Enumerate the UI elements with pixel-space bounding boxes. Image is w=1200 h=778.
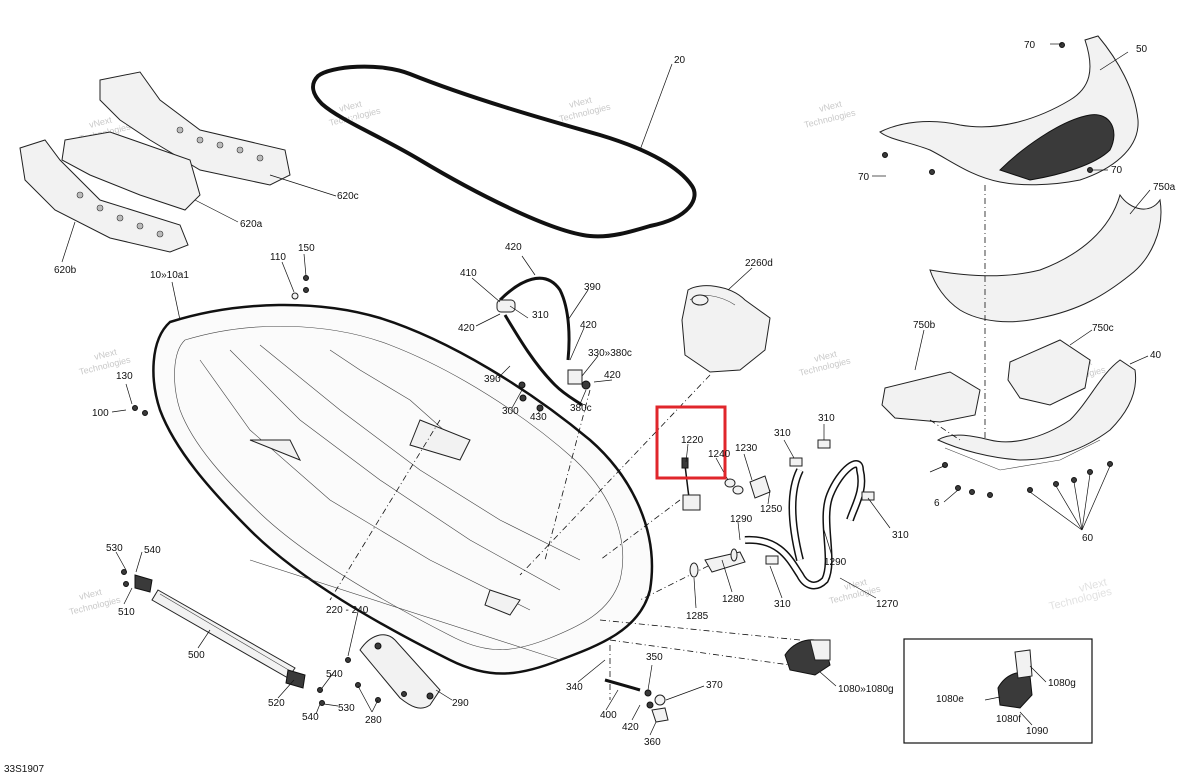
side-panel-750b	[881, 371, 981, 423]
hull-part	[152, 303, 654, 675]
callout-label: 370	[706, 680, 723, 691]
callout-label: 1240	[708, 449, 731, 460]
callout-label: 510	[118, 607, 135, 618]
callout-label: 390	[484, 374, 501, 385]
highlight-box	[655, 405, 727, 480]
callout-label: 750c	[1092, 323, 1114, 334]
strip-500-part	[134, 574, 306, 689]
callout-label: 750b	[913, 320, 936, 331]
callout-label: 420	[458, 323, 475, 334]
callout-label: 620b	[54, 265, 77, 276]
callout-label: 400	[600, 710, 617, 721]
callout-label: 620a	[240, 219, 263, 230]
bolts-bottom	[121, 569, 407, 706]
callout-label: 420	[580, 320, 597, 331]
callout-label: 1230	[735, 443, 758, 454]
callout-label: 10»10a1	[150, 270, 189, 281]
callout-label: 390	[584, 282, 601, 293]
callout-label: 1290	[730, 514, 753, 525]
callout-label: 70	[858, 172, 870, 183]
detail-inset	[903, 638, 1093, 744]
hose-1270-part	[744, 460, 866, 590]
callout-label: 350	[646, 652, 663, 663]
callout-label: 420	[622, 722, 639, 733]
callout-label: 280	[365, 715, 382, 726]
callout-label: 1250	[760, 504, 783, 515]
callout-label: 340	[566, 682, 583, 693]
callout-label: 70	[1111, 165, 1123, 176]
front-bracket-40	[936, 359, 1137, 471]
fuel-line-part	[496, 276, 591, 412]
o-rings-1240	[724, 478, 744, 495]
guard-280-part	[359, 634, 441, 709]
callout-label: 1080e	[936, 694, 964, 705]
callout-label: 410	[460, 268, 477, 279]
callout-label: 380c	[570, 403, 592, 414]
callout-label: 540	[144, 545, 161, 556]
callout-label: 70	[1024, 40, 1036, 51]
callout-label: 420	[505, 242, 522, 253]
callout-label: 100	[92, 408, 109, 419]
callout-label: 2260d	[745, 258, 773, 269]
callout-label: 1080»1080g	[838, 684, 894, 695]
callout-label: 420	[604, 370, 621, 381]
callout-label: 1090	[1026, 726, 1049, 737]
pipe-1280-part	[689, 548, 746, 578]
callout-label: 1280	[722, 594, 745, 605]
callout-label: 540	[302, 712, 319, 723]
callout-label: 1220	[681, 435, 704, 446]
footrest-parts	[19, 71, 291, 253]
callout-label: 1080g	[1048, 678, 1076, 689]
callout-label: 6	[934, 498, 940, 509]
callout-label: 290	[452, 698, 469, 709]
callout-label: 310	[774, 599, 791, 610]
callout-label: 530	[106, 543, 123, 554]
diagram-code: 33S1907	[4, 764, 44, 775]
callout-label: 310	[892, 530, 909, 541]
leader-lines	[61, 43, 1151, 736]
clamp-1230	[749, 475, 771, 499]
callout-label: 330»380c	[588, 348, 632, 359]
seal-ring-part	[311, 64, 697, 239]
callout-label: 1290	[824, 557, 847, 568]
callout-label: 310	[818, 413, 835, 424]
callout-label: 520	[268, 698, 285, 709]
callout-label: 110	[270, 252, 286, 263]
callout-label: 620c	[337, 191, 359, 202]
fitting-1220-part	[681, 457, 701, 511]
callout-label: 430	[530, 412, 547, 423]
callout-label: 1270	[876, 599, 899, 610]
callout-label: 540	[326, 669, 343, 680]
reservoir-part	[681, 285, 771, 373]
drain-plug-assembly	[604, 678, 669, 723]
callout-label: 1080f	[996, 714, 1021, 725]
side-panel-750c	[1007, 339, 1091, 406]
callout-label: 750a	[1153, 182, 1176, 193]
callout-label: 300	[502, 406, 519, 417]
callout-label: 20	[674, 55, 686, 66]
callout-label: 40	[1150, 350, 1162, 361]
callout-label: 310	[532, 310, 549, 321]
callout-label: 150	[298, 243, 315, 254]
callout-label: 310	[774, 428, 791, 439]
callout-label: 500	[188, 650, 205, 661]
bracket-1080-part	[784, 639, 831, 676]
callout-label: 1285	[686, 611, 709, 622]
callout-label: 220 - 240	[326, 605, 369, 616]
callout-label: 360	[644, 737, 661, 748]
callout-label: 60	[1082, 533, 1094, 544]
callout-label: 530	[338, 703, 355, 714]
reference-lines	[329, 185, 986, 700]
inner-panel-part	[929, 193, 1162, 323]
callout-labels: 20 50 70 70 70 750a 750b 750c 40 6 60 62…	[54, 40, 1176, 748]
callout-label: 130	[116, 371, 133, 382]
front-cover-part	[879, 35, 1139, 186]
callout-label: 50	[1136, 44, 1148, 55]
